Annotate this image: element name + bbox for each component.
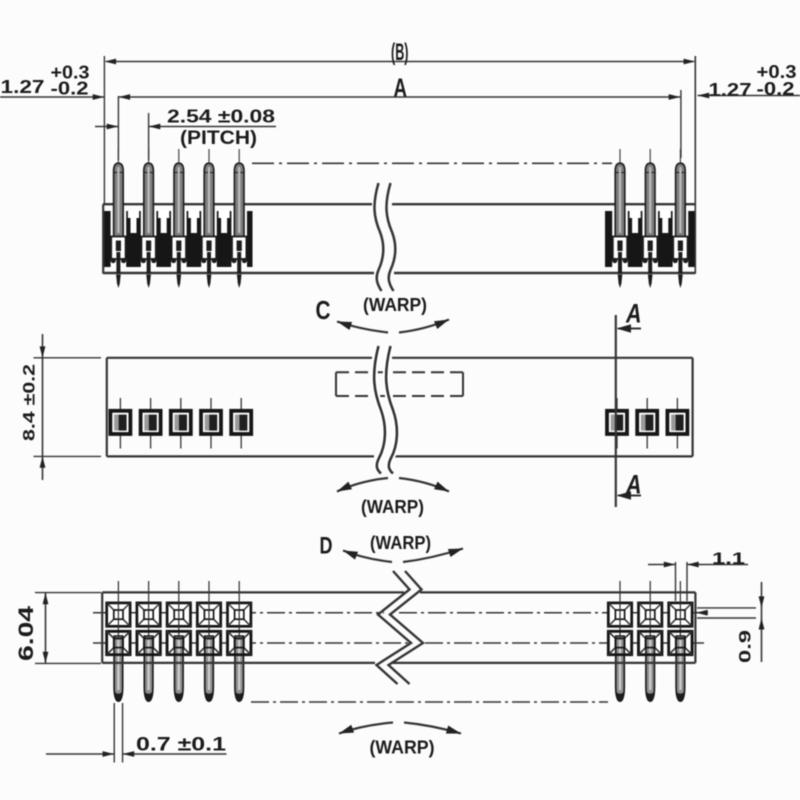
svg-text:-0.2: -0.2 xyxy=(51,79,89,99)
svg-text:0.7 ±0.1: 0.7 ±0.1 xyxy=(136,735,227,756)
svg-text:(WARP): (WARP) xyxy=(370,738,435,758)
svg-text:(WARP): (WARP) xyxy=(361,497,424,517)
svg-text:(WARP): (WARP) xyxy=(370,533,431,553)
svg-text:2.54 ±0.08: 2.54 ±0.08 xyxy=(167,107,275,127)
svg-text:C: C xyxy=(316,295,331,325)
svg-text:A: A xyxy=(625,299,641,329)
svg-text:8.4 ±0.2: 8.4 ±0.2 xyxy=(20,364,39,441)
svg-text:(WARP): (WARP) xyxy=(363,295,427,315)
svg-text:+0.3: +0.3 xyxy=(51,63,90,83)
svg-text:+0.3: +0.3 xyxy=(757,62,797,82)
svg-text:(PITCH): (PITCH) xyxy=(180,128,257,149)
svg-text:-0.2: -0.2 xyxy=(757,79,795,99)
svg-text:0.9: 0.9 xyxy=(736,630,755,663)
svg-text:1.27: 1.27 xyxy=(709,80,752,100)
svg-text:D: D xyxy=(320,533,333,560)
svg-text:A: A xyxy=(625,470,641,500)
svg-text:1.27: 1.27 xyxy=(1,77,45,97)
svg-text:6.04: 6.04 xyxy=(15,606,38,661)
svg-text:1.1: 1.1 xyxy=(712,549,745,568)
svg-text:(B): (B) xyxy=(391,39,409,66)
svg-text:A: A xyxy=(394,73,408,103)
